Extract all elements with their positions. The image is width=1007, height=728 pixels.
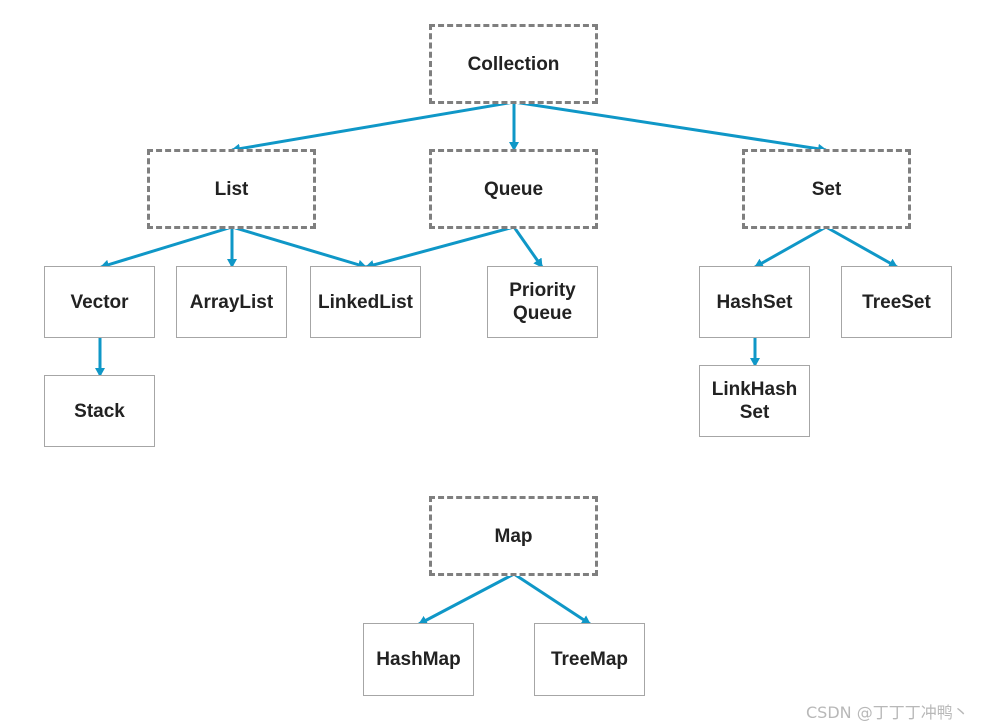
node-hashmap-label: HashMap xyxy=(376,649,461,670)
node-vector: Vector xyxy=(44,266,155,338)
node-vector-label: Vector xyxy=(70,291,129,313)
node-map: Map xyxy=(429,496,598,576)
node-list: List xyxy=(147,149,316,229)
node-priorityqueue-label: Priority Queue xyxy=(509,280,576,324)
node-treemap-label: TreeMap xyxy=(550,649,629,670)
edge-queue-to-priorityqueue xyxy=(512,226,544,268)
edge-list-to-linkedlist xyxy=(231,225,367,270)
node-list-label: List xyxy=(214,178,249,200)
node-linkhashset: LinkHash Set xyxy=(699,365,810,437)
node-arraylist: ArrayList xyxy=(176,266,287,338)
node-arraylist-label: ArrayList xyxy=(189,291,274,313)
node-collection: Collection xyxy=(429,24,598,104)
node-treeset-label: TreeSet xyxy=(862,291,931,313)
node-hashset: HashSet xyxy=(699,266,810,338)
node-set-label: Set xyxy=(811,178,842,200)
node-map-label: Map xyxy=(494,525,533,547)
node-set: Set xyxy=(742,149,911,229)
edge-collection-to-list xyxy=(231,100,515,154)
edge-set-to-treeset xyxy=(825,225,898,269)
edge-set-to-hashset xyxy=(754,225,827,269)
node-stack-label: Stack xyxy=(74,400,125,422)
node-linkhashset-label: LinkHash Set xyxy=(711,379,798,423)
node-linkedlist-label: LinkedList xyxy=(317,291,413,313)
edge-queue-to-linkedlist xyxy=(365,225,515,270)
node-stack: Stack xyxy=(44,375,155,447)
edge-collection-to-set xyxy=(513,100,827,154)
node-hashmap: HashMap xyxy=(363,623,474,696)
edge-list-to-vector xyxy=(100,225,233,270)
node-treeset: TreeSet xyxy=(841,266,952,338)
watermark: CSDN @丁丁丁冲鸭丶 xyxy=(806,703,969,722)
node-treemap: TreeMap xyxy=(534,623,645,696)
edge-map-to-treemap xyxy=(513,572,591,626)
edge-map-to-hashmap xyxy=(418,572,515,626)
node-linkedlist: LinkedList xyxy=(310,266,421,338)
node-hashset-label: HashSet xyxy=(716,291,793,313)
node-priorityqueue: Priority Queue xyxy=(487,266,598,338)
node-collection-label: Collection xyxy=(467,53,560,75)
node-queue-label: Queue xyxy=(483,178,544,200)
node-queue: Queue xyxy=(429,149,598,229)
